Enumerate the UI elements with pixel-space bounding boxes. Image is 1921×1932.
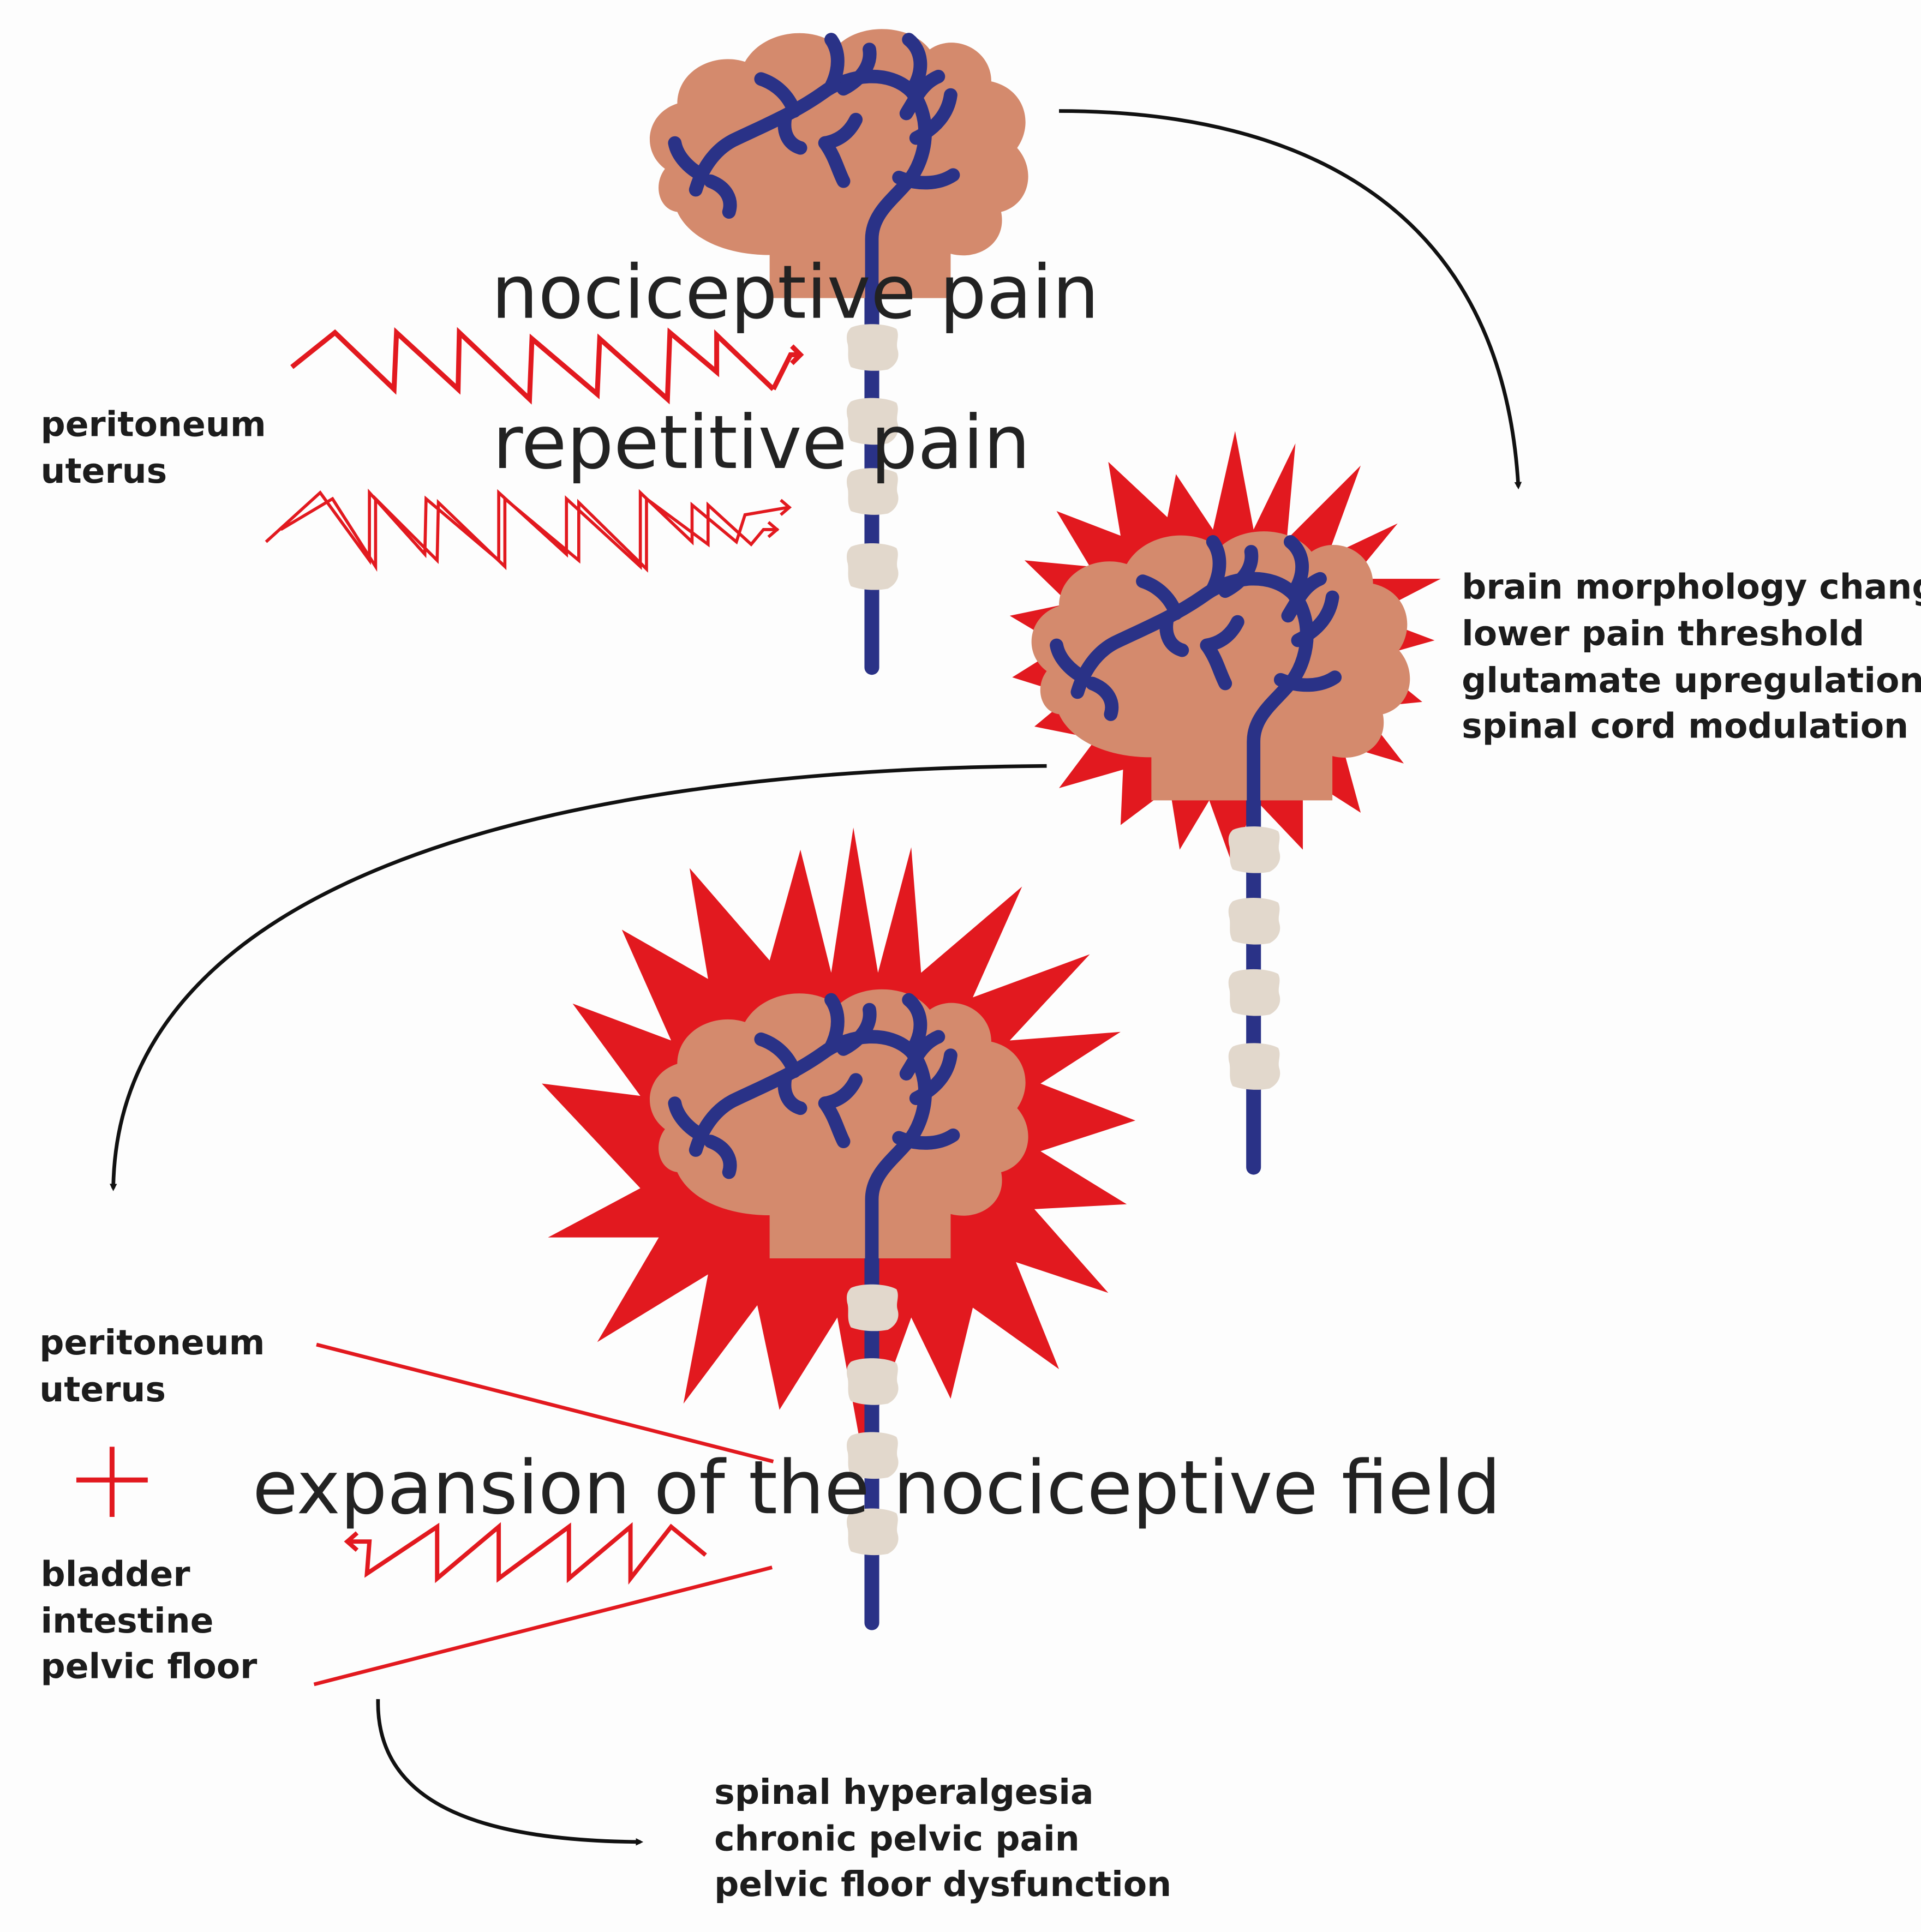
field-line-top bbox=[316, 1342, 774, 1463]
curved-arrow-icon bbox=[376, 1699, 644, 1846]
outcome-2: pelvic floor dysfunction bbox=[714, 1864, 1171, 1904]
outcome-0: spinal hyperalgesia bbox=[714, 1772, 1094, 1812]
plus-icon bbox=[76, 1447, 148, 1517]
middle-effect-0: brain morphology changes bbox=[1462, 566, 1921, 607]
curved-arrow-icon bbox=[1059, 109, 1522, 490]
nociceptive-pain-label: nociceptive pain bbox=[492, 249, 1099, 335]
bottom-origin-label-0: peritoneum bbox=[39, 1322, 265, 1363]
field-line-bottom bbox=[313, 1565, 773, 1687]
middle-effect-3: spinal cord modulation bbox=[1462, 705, 1908, 746]
repetitive-zigzag-icon bbox=[265, 488, 792, 573]
middle-effect-2: glutamate upregulation bbox=[1462, 660, 1921, 700]
bottom-extra-label-0: bladder bbox=[40, 1553, 190, 1594]
top-origin-label-1: uterus bbox=[40, 451, 167, 491]
outcome-1: chronic pelvic pain bbox=[714, 1819, 1080, 1859]
expansion-label: expansion of the nociceptive field bbox=[253, 1444, 1501, 1531]
expansion-zigzag-icon bbox=[344, 1522, 707, 1585]
curved-arrow-icon bbox=[109, 764, 1047, 1191]
nociceptive-zigzag-icon bbox=[290, 327, 804, 405]
bottom-extra-label-2: pelvic floor bbox=[40, 1646, 257, 1687]
top-stage: nociceptive pain repetitive pain periton… bbox=[40, 29, 1522, 675]
repetitive-pain-label: repetitive pain bbox=[493, 399, 1031, 485]
middle-stage: brain morphology changes lower pain thre… bbox=[109, 431, 1921, 1191]
bottom-extra-label-1: intestine bbox=[40, 1600, 213, 1641]
top-origin-label-0: peritoneum bbox=[40, 404, 266, 444]
bottom-origin-label-1: uterus bbox=[39, 1369, 166, 1409]
bottom-stage: peritoneum uterus bladder intestine pelv… bbox=[39, 827, 1501, 1904]
middle-effect-1: lower pain threshold bbox=[1462, 613, 1864, 653]
